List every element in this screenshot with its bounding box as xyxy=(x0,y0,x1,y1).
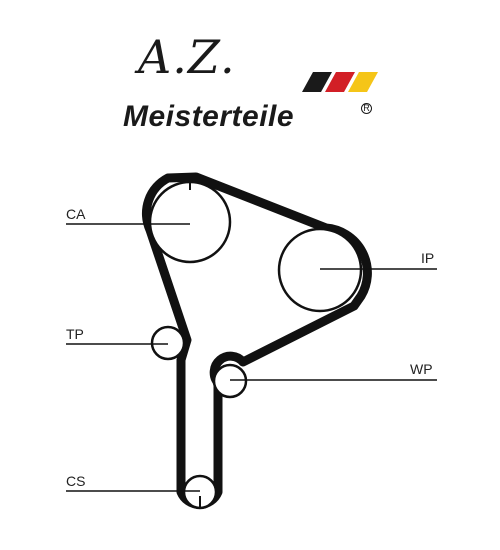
label-ca: CA xyxy=(66,206,86,222)
logo-initials: A.Z. xyxy=(138,30,236,84)
brand-logo: A.Z. Meisterteile R xyxy=(0,0,500,150)
label-ip: IP xyxy=(421,250,435,266)
label-cs: CS xyxy=(66,473,86,489)
flag-red-stripe xyxy=(325,72,355,92)
water-pump-pulley xyxy=(212,363,248,399)
logo-brand-name: Meisterteile xyxy=(123,100,295,133)
label-wp: WP xyxy=(410,361,433,377)
flag-black-stripe xyxy=(302,72,332,92)
tensioner-pulley xyxy=(150,325,186,361)
camshaft-pulley xyxy=(148,180,232,264)
label-tp: TP xyxy=(66,326,84,342)
registered-mark-icon: R xyxy=(361,103,372,114)
logo-flag-stripes-icon xyxy=(302,72,378,92)
flag-gold-stripe xyxy=(348,72,378,92)
injection-pump-pulley xyxy=(277,227,363,313)
